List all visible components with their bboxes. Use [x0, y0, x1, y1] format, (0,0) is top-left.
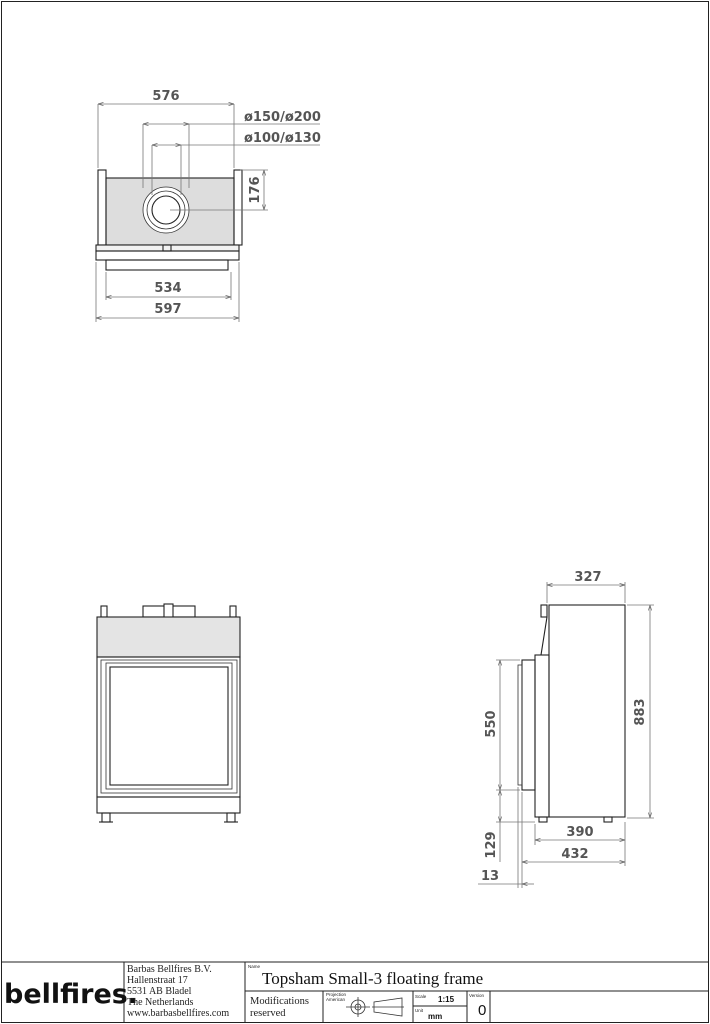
side-view-flue-stub	[540, 604, 548, 618]
side-view-front-foot	[538, 816, 548, 823]
projection-label: Projection	[326, 992, 347, 997]
top-view-base	[105, 259, 229, 271]
top-view: 576 ø150/ø200 ø100/ø130 176 534 597	[95, 89, 321, 322]
front-view-glass-outer	[105, 662, 233, 790]
top-view-front-rail	[95, 244, 240, 252]
scale-label: Scale	[415, 994, 427, 999]
side-view: 327 883 550 129 390 432 13	[478, 570, 654, 888]
front-view-left-ear	[100, 605, 108, 618]
side-view-glass-edge	[517, 664, 523, 786]
top-view-front-frame	[95, 250, 240, 261]
dim-flue-inner-label: ø100/ø130	[244, 131, 321, 146]
dim-129-label: 129	[484, 831, 499, 858]
dim-flue-outer-label: ø150/ø200	[244, 110, 321, 125]
dim-550-label: 550	[484, 710, 499, 737]
top-view-center-tab	[162, 244, 172, 252]
modifications-line-1: Modifications	[250, 996, 309, 1007]
front-view-frame	[100, 659, 238, 794]
company-city: 5531 AB Bladel	[127, 986, 192, 997]
side-view-front-frame	[534, 654, 550, 818]
side-view-body	[548, 604, 626, 818]
drawing-title: Topsham Small-3 floating frame	[262, 969, 483, 988]
version-value: 0	[478, 1002, 486, 1019]
side-view-slope	[540, 616, 549, 656]
company-name: Barbas Bellfires B.V.	[127, 964, 212, 975]
unit-label: Unit	[415, 1008, 424, 1013]
front-view	[96, 603, 241, 823]
company-website: www.barbasbellfires.com	[127, 1008, 229, 1019]
dim-432-label: 432	[561, 847, 588, 862]
title-block: bellfires. Barbas Bellfires B.V. Hallens…	[1, 961, 709, 1022]
scale-value: 1:15	[438, 995, 455, 1004]
company-street: Hallenstraat 17	[127, 975, 188, 986]
front-view-body	[96, 656, 241, 798]
side-view-rear-foot	[603, 816, 613, 823]
version-label: Version	[469, 993, 485, 998]
company-country: The Netherlands	[127, 997, 193, 1008]
dim-534-label: 534	[154, 281, 181, 296]
dim-13-label: 13	[481, 869, 499, 884]
front-view-base	[96, 796, 241, 814]
side-view-glass-frame	[521, 659, 536, 791]
modifications-line-2: reserved	[250, 1008, 286, 1019]
front-view-top-panel	[96, 616, 241, 658]
dim-176-label: 176	[248, 176, 263, 203]
dim-576-label: 576	[152, 89, 179, 104]
front-view-right-foot	[226, 812, 236, 823]
top-view-left-post	[97, 169, 107, 246]
projection-symbol-icon	[346, 997, 404, 1017]
top-view-right-post	[233, 169, 243, 246]
dim-390-label: 390	[566, 825, 593, 840]
dim-597-label: 597	[154, 302, 181, 317]
dim-883-label: 883	[633, 698, 648, 725]
name-label: Name	[248, 964, 261, 969]
front-view-right-ear	[229, 605, 237, 618]
projection-type: American	[326, 997, 346, 1002]
bellfires-logo: bellfires.	[4, 979, 138, 1010]
front-view-glass	[109, 666, 229, 786]
dim-327-label: 327	[574, 570, 601, 585]
unit-value: mm	[428, 1012, 442, 1021]
front-view-left-foot	[101, 812, 111, 823]
